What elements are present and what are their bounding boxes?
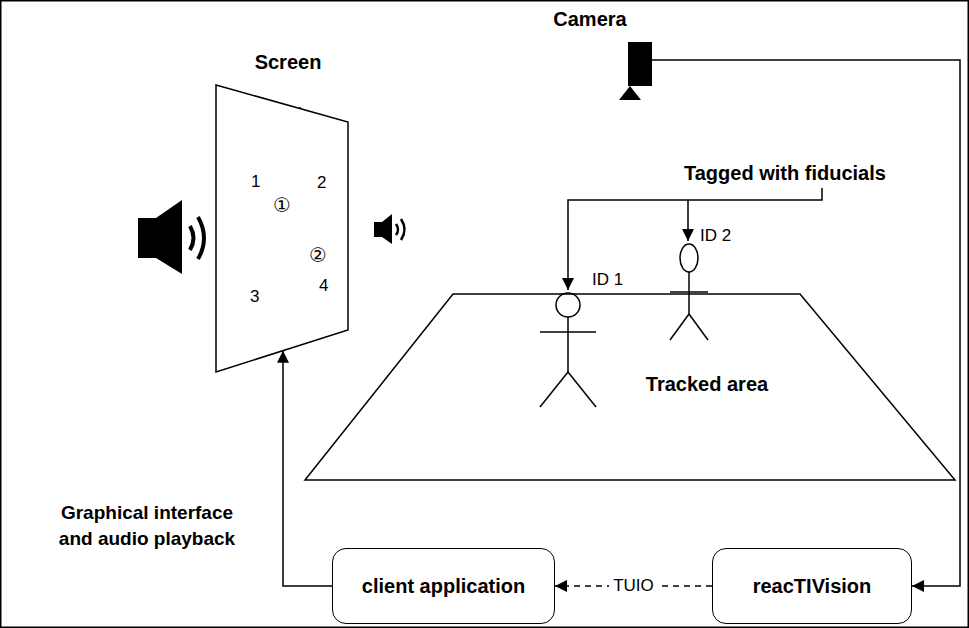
person-figure [670,244,708,340]
camera-icon: Camera [628,42,652,100]
person-figure [540,293,596,407]
node-label: Camera [518,8,662,31]
leader-bracket [568,188,822,290]
speaker-icon [374,214,405,244]
speaker-icon [138,200,204,274]
callout-number: 2 [317,173,326,193]
screen-shape: Screen [216,85,348,372]
camera-icon-outline [628,42,652,100]
node-label: reacTIVision [753,575,872,598]
process-box: client application [332,548,555,624]
callout-number: 4 [319,276,328,296]
edge-label: Graphical interface and audio playback [43,500,251,551]
connector-arrow [283,351,332,586]
id-label: ID 1 [592,270,623,290]
screen-shape-outline [216,85,348,372]
node-label: Tracked area [607,373,807,396]
callout-number: ② [309,243,327,267]
id-label: ID 2 [700,226,731,246]
tracked-area: Tracked area [305,294,955,480]
callout-number: 3 [250,287,259,307]
process-box: reacTIVision [712,548,912,624]
annotation: Tagged with fiducials [684,162,886,185]
callout-number: ① [273,193,291,217]
connector-arrow [652,60,960,586]
callout-number: 1 [251,172,260,192]
tracked-area-outline [305,294,955,480]
node-label: Screen [212,51,364,74]
node-label: client application [362,575,525,598]
edge-label: TUIO [609,576,658,596]
